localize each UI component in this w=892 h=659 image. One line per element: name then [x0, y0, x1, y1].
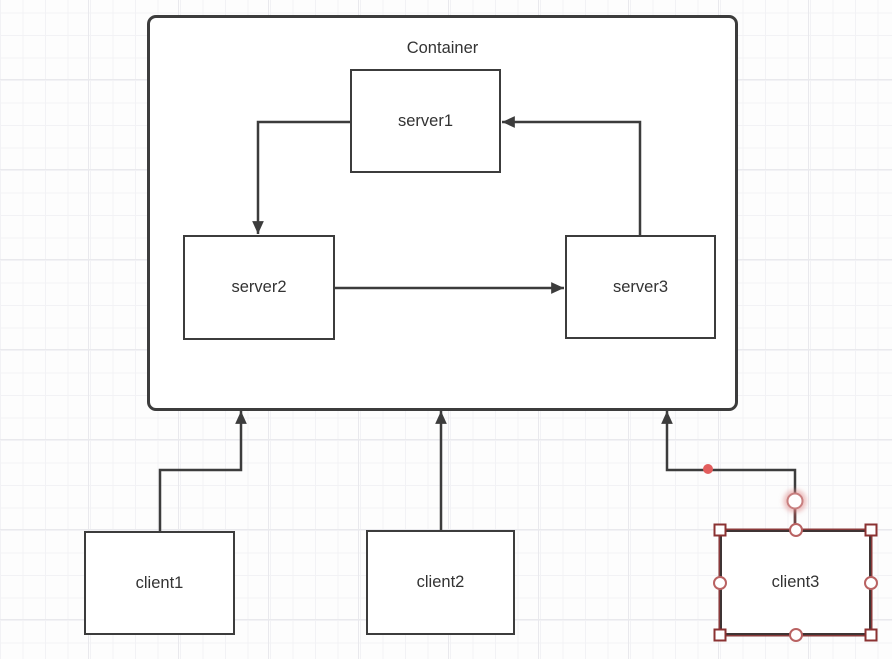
node-server1[interactable]: server1 — [350, 69, 501, 173]
resize-handle-top-left[interactable] — [713, 523, 727, 537]
node-server3[interactable]: server3 — [565, 235, 716, 339]
connection-handle-top[interactable] — [789, 523, 803, 537]
node-client2-label: client2 — [416, 573, 465, 591]
connection-handle-left[interactable] — [713, 576, 727, 590]
edge-endpoint-handle[interactable] — [786, 492, 804, 510]
resize-handle-top-right[interactable] — [864, 523, 878, 537]
node-container-label: Container — [406, 39, 479, 57]
node-server2-label: server2 — [231, 278, 287, 296]
node-client3[interactable]: client3 — [720, 530, 871, 635]
resize-handle-bottom-left[interactable] — [713, 628, 727, 642]
node-client1[interactable]: client1 — [84, 531, 235, 635]
connection-handle-bottom[interactable] — [789, 628, 803, 642]
resize-handle-bottom-right[interactable] — [864, 628, 878, 642]
node-client1-label: client1 — [135, 573, 184, 592]
node-client2[interactable]: client2 — [366, 530, 515, 635]
edge-server1-to-server2[interactable] — [252, 120, 350, 234]
edge-waypoint-dot[interactable] — [703, 464, 713, 474]
connection-handle-right[interactable] — [864, 576, 878, 590]
node-server3-label: server3 — [612, 277, 669, 296]
edge-client1-to-container[interactable] — [158, 411, 247, 531]
node-client3-label: client3 — [771, 573, 820, 591]
node-server2[interactable]: server2 — [183, 235, 335, 340]
edge-client3-to-container[interactable] — [661, 411, 797, 530]
edge-server3-to-server1[interactable] — [501, 116, 642, 235]
node-server1-label: server1 — [397, 111, 454, 130]
